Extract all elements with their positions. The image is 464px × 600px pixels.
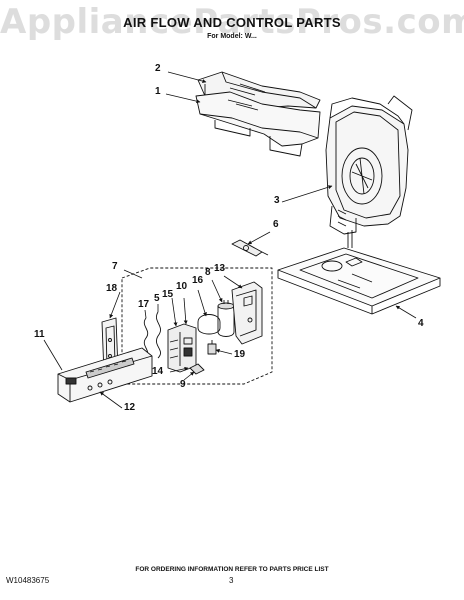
callout-18: 18 xyxy=(106,283,118,294)
model-subtitle: For Model: W... xyxy=(207,33,257,40)
fastener-part-6 xyxy=(231,239,269,257)
callout-4: 4 xyxy=(418,318,424,329)
callout-12: 12 xyxy=(124,402,136,413)
control-board-part-10 xyxy=(167,323,197,373)
connector-part-19 xyxy=(207,340,217,355)
mounting-bracket-part-13 xyxy=(231,281,263,345)
ordering-information-note: FOR ORDERING INFORMATION REFER TO PARTS … xyxy=(135,566,329,573)
callout-19: 19 xyxy=(234,349,246,360)
document-number: W10483675 xyxy=(6,576,50,585)
callout-17: 17 xyxy=(138,299,150,310)
air-duct-assembly-part-1 xyxy=(195,91,321,157)
callout-3: 3 xyxy=(274,195,280,206)
control-assembly-box-part-7 xyxy=(121,267,273,385)
callout-5: 5 xyxy=(154,293,160,304)
callout-2: 2 xyxy=(155,63,161,74)
callout-6: 6 xyxy=(273,219,279,230)
callout-7: 7 xyxy=(112,261,118,272)
callout-15: 15 xyxy=(162,289,174,300)
blower-housing-part-3 xyxy=(325,95,413,235)
leader-lines xyxy=(43,71,417,409)
control-panel-part-12 xyxy=(57,347,153,403)
page-number: 3 xyxy=(229,576,234,585)
callout-9: 9 xyxy=(180,379,186,390)
callout-8: 8 xyxy=(205,267,211,278)
base-pan-part-4 xyxy=(277,230,441,315)
callout-1: 1 xyxy=(155,86,161,97)
callout-14: 14 xyxy=(152,366,164,377)
wire-harness-part-5 xyxy=(156,311,161,359)
capacitor-strap-part-16 xyxy=(197,314,221,335)
capacitor-part-8 xyxy=(217,300,235,337)
page-title: AIR FLOW AND CONTROL PARTS xyxy=(123,15,341,30)
callout-16: 16 xyxy=(192,275,204,286)
callout-13: 13 xyxy=(214,263,226,274)
callout-10: 10 xyxy=(176,281,188,292)
callout-11: 11 xyxy=(34,329,45,340)
watermark-text: AppliancePartsPros.com xyxy=(0,2,464,42)
